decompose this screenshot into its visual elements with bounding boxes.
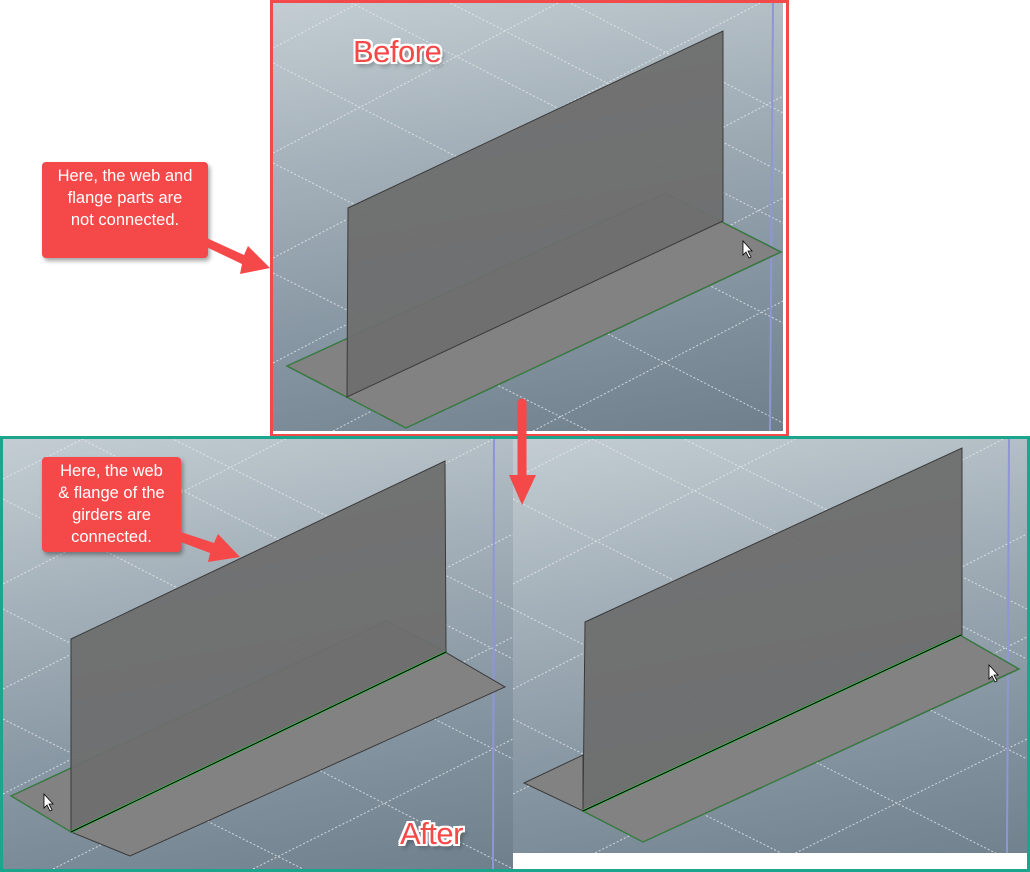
callout-line: Here, the web and [57, 167, 193, 185]
after-right-viewport[interactable] [513, 439, 1027, 869]
mouse-cursor-icon [988, 663, 999, 683]
after-label: After [400, 816, 463, 851]
callout-connected: Here, the web & flange of the girders ar… [42, 457, 181, 552]
axis-line [492, 439, 495, 869]
after-right-3d-scene [513, 439, 1027, 869]
callout-line: connected. [71, 528, 152, 546]
mouse-cursor-icon [43, 792, 54, 812]
callout-arrow-icon [178, 531, 240, 562]
before-label: Before [353, 34, 442, 69]
callout-line: Here, the web [60, 462, 163, 480]
callout-line: not connected. [70, 211, 180, 229]
callout-line: flange parts are [67, 189, 183, 207]
mouse-cursor-icon [742, 239, 753, 259]
callout-line: & flange of the [58, 484, 165, 502]
before-3d-scene [273, 3, 783, 431]
axis-line [1006, 439, 1010, 855]
flange-plate-left [522, 754, 584, 812]
web-plate [582, 447, 963, 812]
callout-arrow-icon [200, 235, 270, 274]
after-left-viewport[interactable]: After [3, 439, 513, 869]
down-arrow-icon [509, 398, 536, 505]
callout-not-connected: Here, the web and flange parts are not c… [42, 162, 208, 258]
blank-strip [513, 853, 1027, 869]
callout-line: girders are [72, 506, 151, 524]
web-plate [346, 30, 724, 398]
before-viewport[interactable]: Before [273, 3, 783, 431]
axis-line [769, 3, 774, 431]
after-left-3d-scene [3, 439, 513, 869]
